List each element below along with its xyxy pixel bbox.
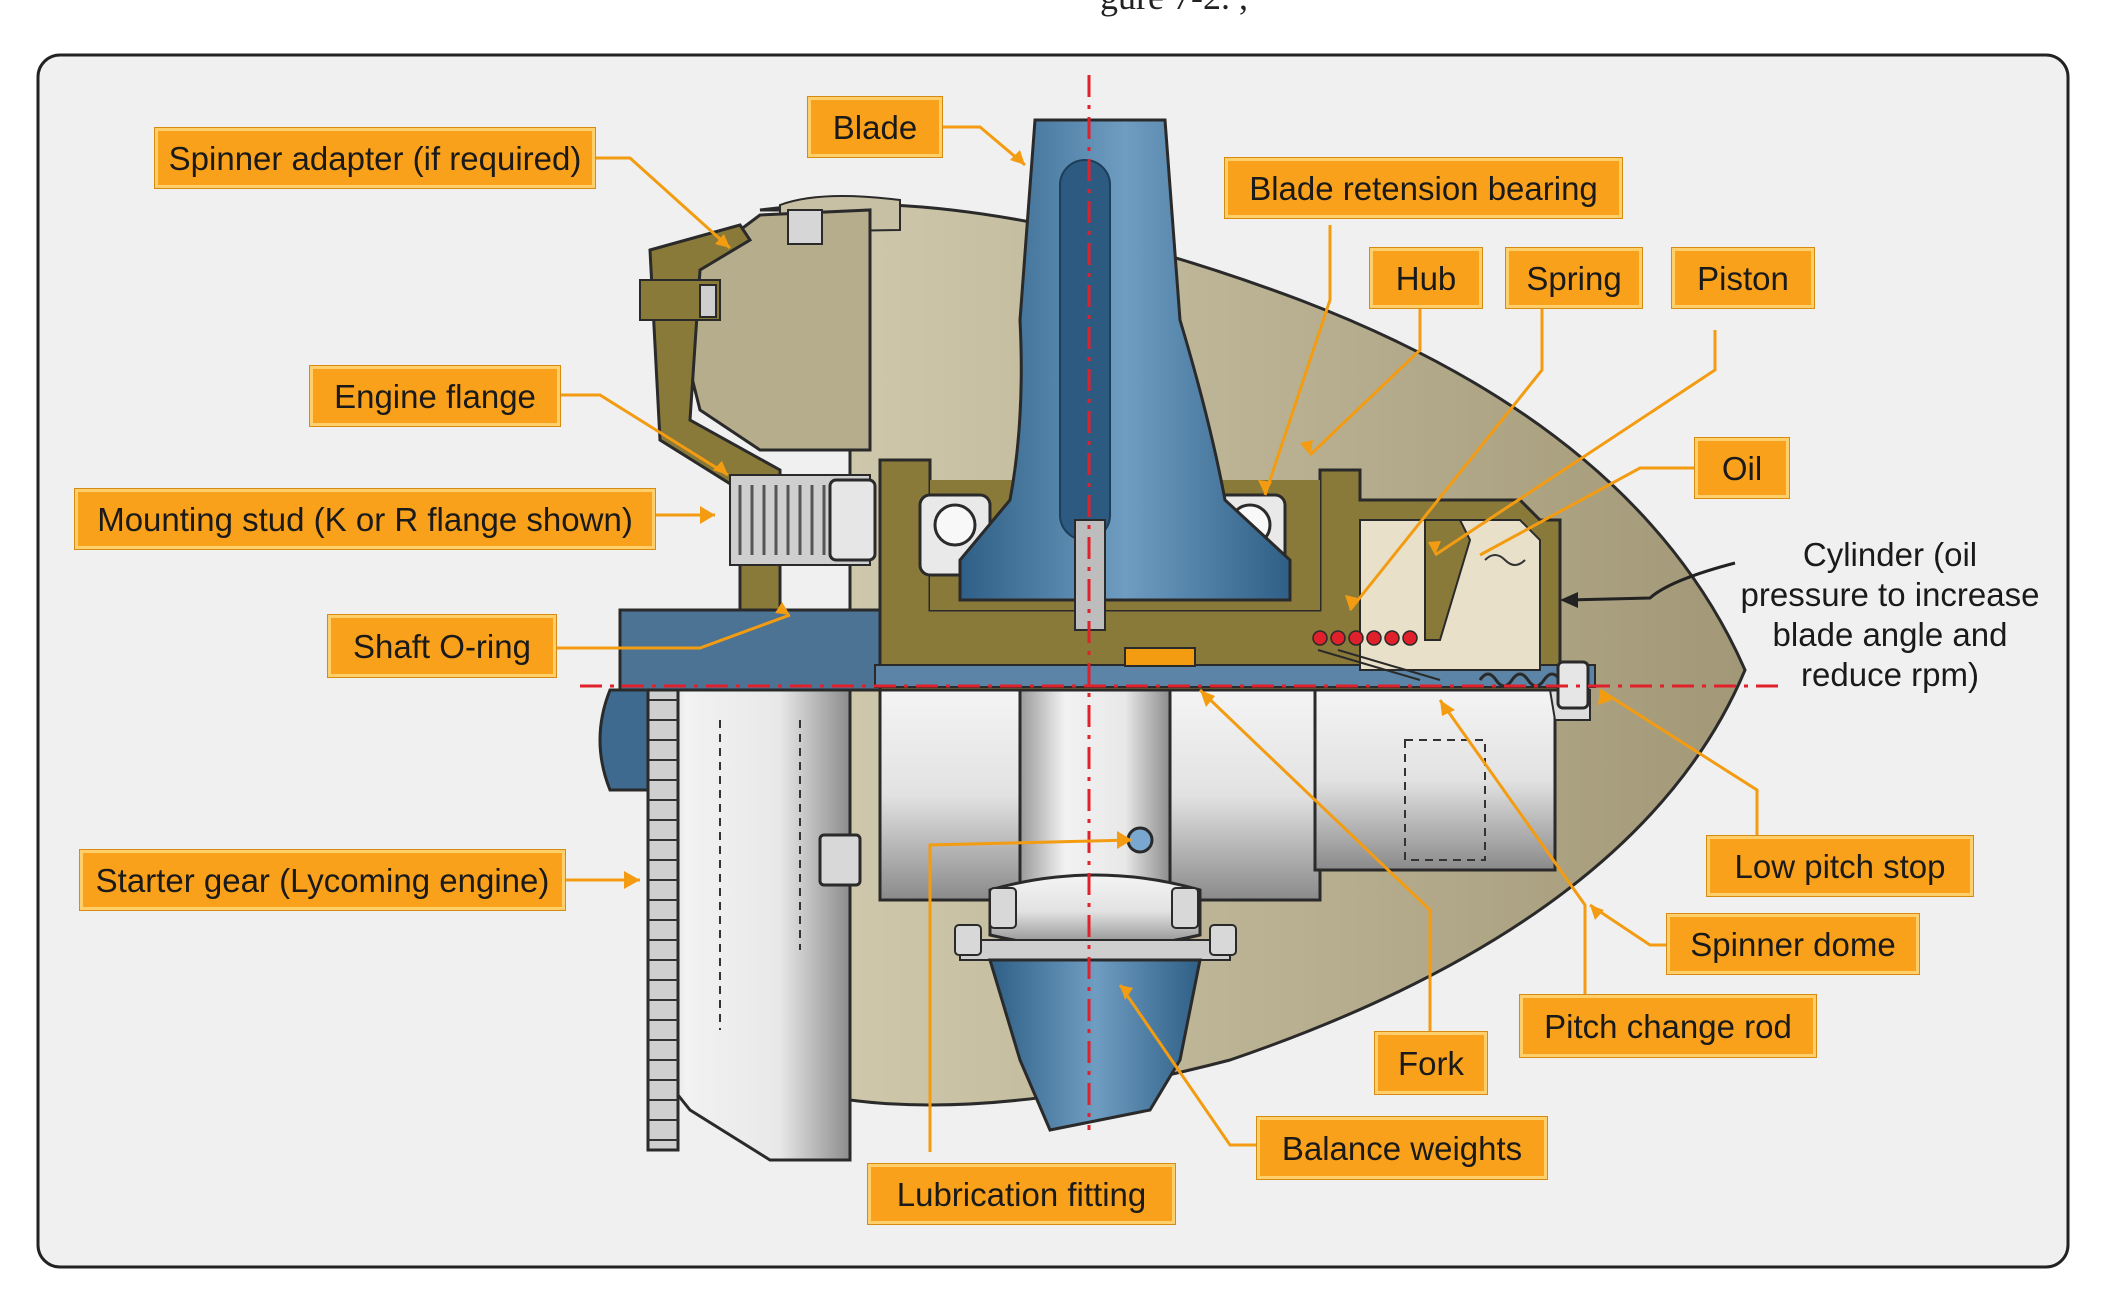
label-lubrication-fitting: Lubrication fitting [868,1164,1175,1224]
label-starter-gear: Starter gear (Lycoming engine) [80,850,565,910]
label-cylinder: Cylinder (oil pressure to increase blade… [1740,535,2040,695]
caption-fragment: gure 7-2. , [1100,0,1248,18]
blade-shape [958,118,1292,602]
label-engine-flange: Engine flange [310,366,560,426]
label-spinner-adapter: Spinner adapter (if required) [155,128,595,188]
label-shaft-o-ring: Shaft O-ring [328,615,556,677]
label-blade-retension-bearing: Blade retension bearing [1225,158,1622,218]
label-hub: Hub [1370,248,1482,308]
label-spinner-dome: Spinner dome [1667,914,1919,974]
balance-weights-shape [987,958,1202,1132]
cylinder-line-1: Cylinder (oil [1802,536,1978,573]
label-piston: Piston [1672,248,1814,308]
spring-shape [1312,630,1418,646]
label-low-pitch-stop: Low pitch stop [1707,836,1973,896]
cylinder-line-2: pressure to increase [1740,576,2040,613]
label-blade: Blade [808,97,942,157]
cylinder-line-4: reduce rpm) [1801,656,1979,693]
label-spring: Spring [1506,248,1642,308]
cylinder-line-3: blade angle and [1772,616,2008,653]
label-oil: Oil [1695,438,1789,498]
label-pitch-change-rod: Pitch change rod [1520,995,1816,1057]
label-mounting-stud: Mounting stud (K or R flange shown) [75,489,655,549]
label-fork: Fork [1375,1032,1487,1094]
leader-lines [545,125,1759,1152]
fork-shape [1124,647,1196,667]
label-balance-weights: Balance weights [1257,1117,1547,1179]
